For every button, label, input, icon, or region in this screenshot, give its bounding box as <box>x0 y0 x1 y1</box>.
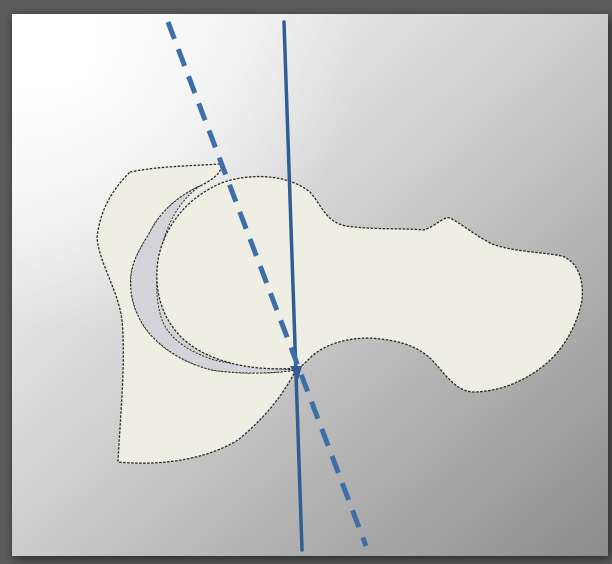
hip-diagram <box>0 0 612 564</box>
figure-frame <box>0 0 612 564</box>
